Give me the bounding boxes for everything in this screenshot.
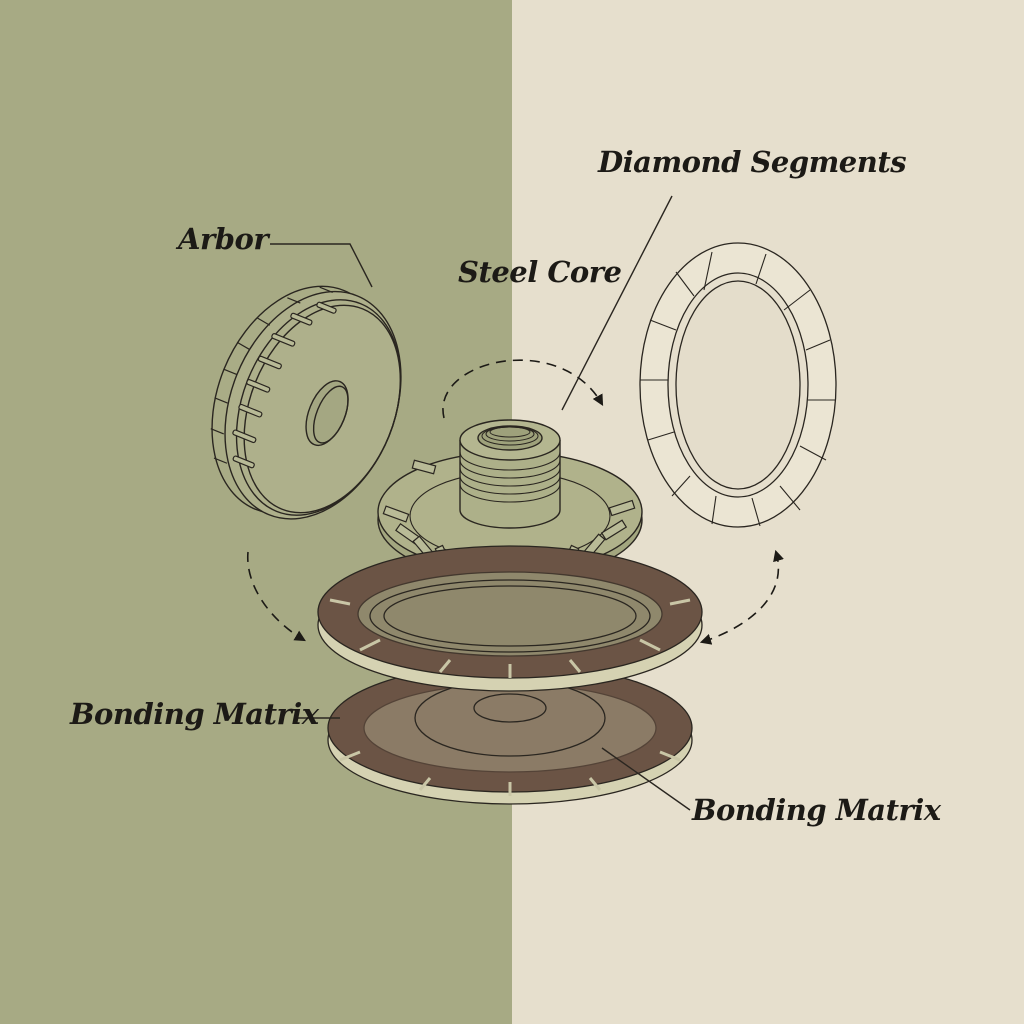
arrow-top-icon xyxy=(442,359,604,419)
label-bonding-matrix-right: Bonding Matrix xyxy=(692,793,941,827)
diamond-segments-icon xyxy=(639,242,837,528)
label-steel-core: Steel Core xyxy=(458,255,622,289)
assembly-arrows xyxy=(247,359,784,645)
arbor-icon xyxy=(210,285,402,520)
segment-dividers xyxy=(329,598,691,796)
label-arbor: Arbor xyxy=(178,222,269,256)
bonding-matrix-lower-ring-icon xyxy=(327,663,693,805)
label-diamond-segments: Diamond Segments xyxy=(598,145,907,179)
label-bonding-matrix-left: Bonding Matrix xyxy=(70,697,319,731)
arrow-right-icon xyxy=(699,549,784,645)
arrow-left-icon xyxy=(247,551,306,642)
leader-lines xyxy=(270,195,691,811)
